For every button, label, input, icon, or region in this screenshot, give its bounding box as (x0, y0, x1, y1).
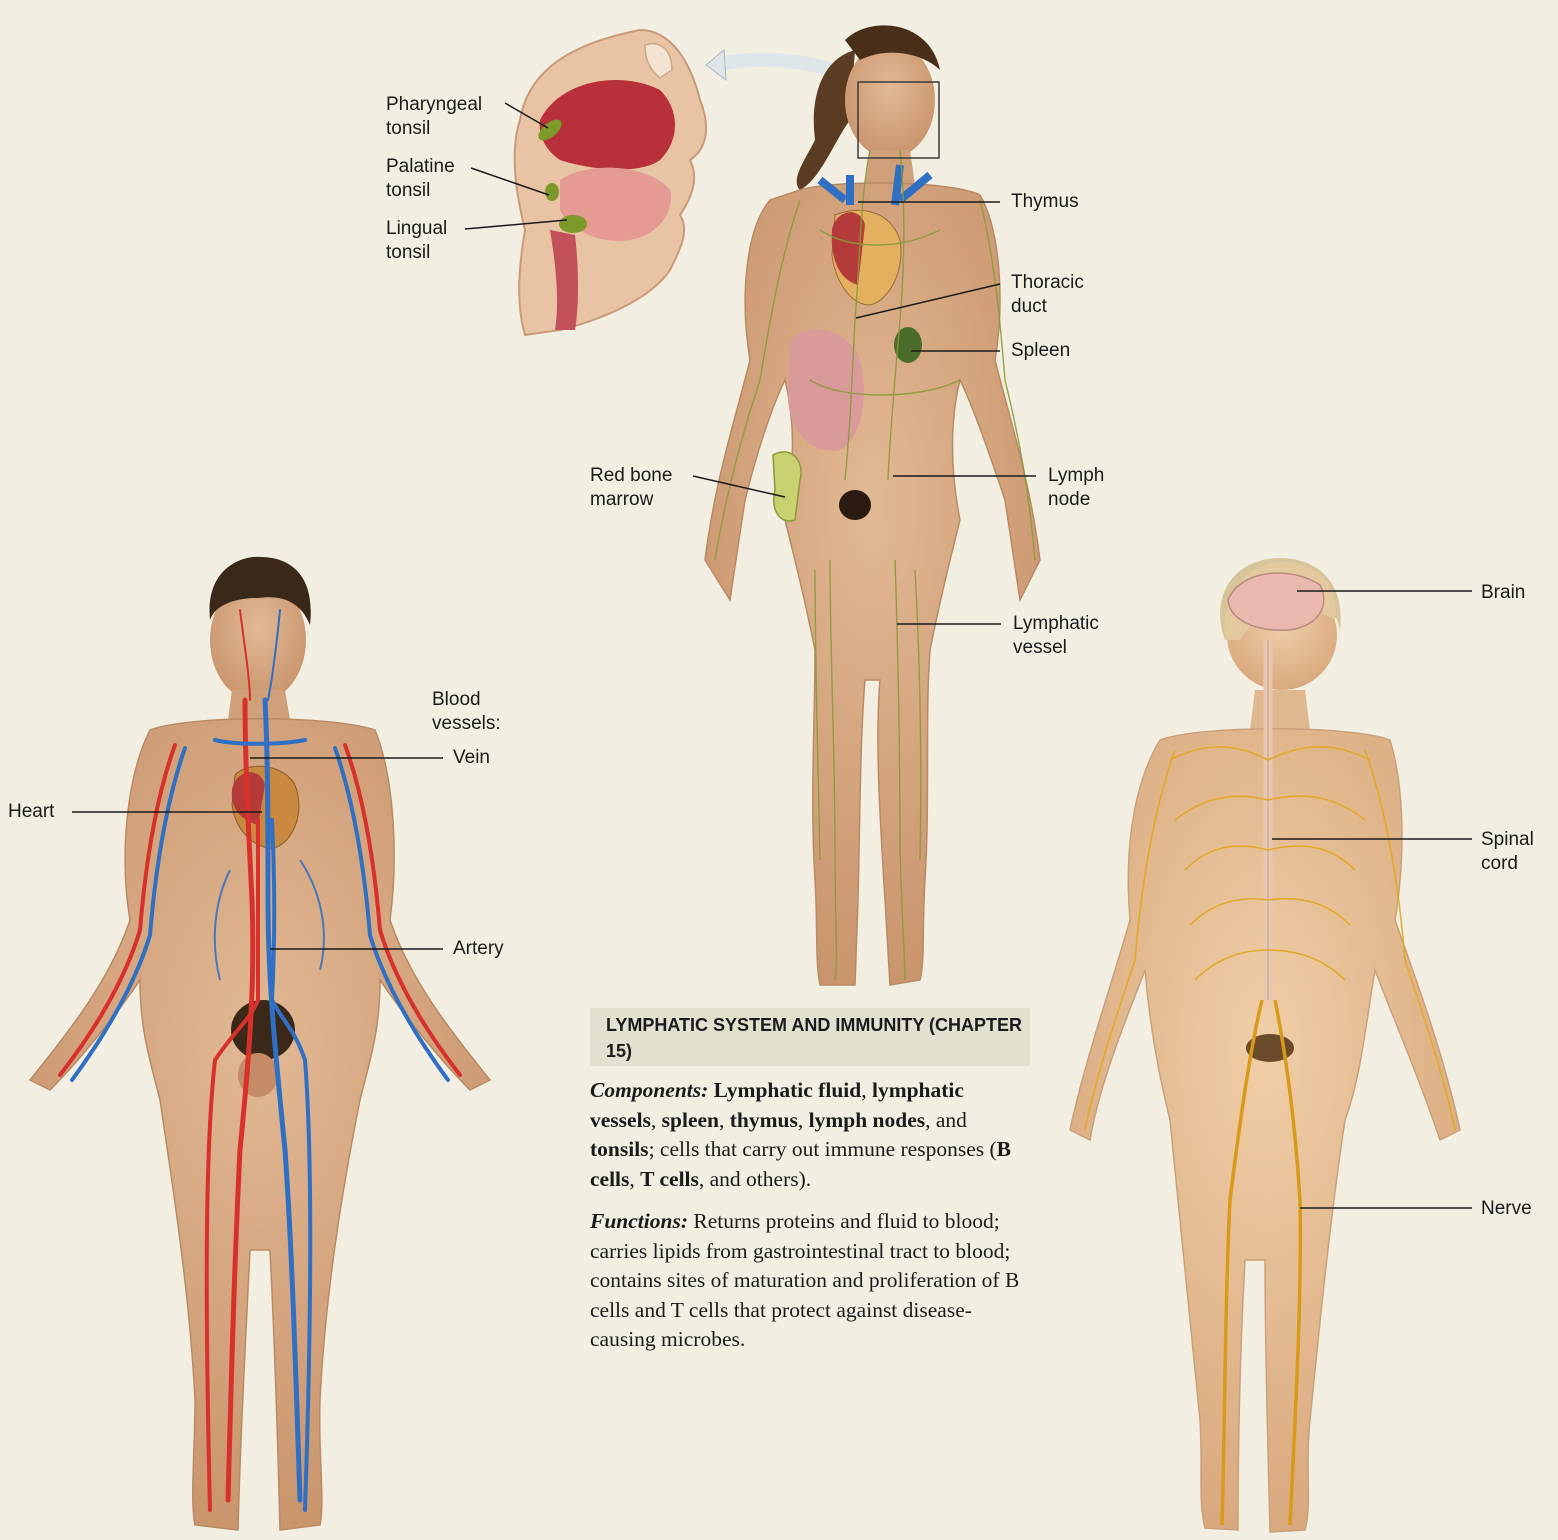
spleen-label: Spleen (1011, 339, 1070, 363)
heart-label: Heart (8, 800, 54, 824)
arrow-head (706, 50, 726, 80)
components-run: , and others). (699, 1167, 811, 1191)
vein-label: Vein (453, 746, 490, 770)
artery-label: Artery (453, 937, 504, 961)
components-run: ; cells that carry out immune responses … (649, 1137, 997, 1161)
components-run: , and (925, 1108, 967, 1132)
components-run: T cells (640, 1167, 699, 1191)
lymph-node-label: Lymph node (1048, 464, 1104, 512)
lymphatic-figure (705, 25, 1040, 985)
components-run: , (629, 1167, 640, 1191)
red-bone-marrow-label: Red bone marrow (590, 464, 672, 512)
components-run: lymph nodes (809, 1108, 926, 1132)
components-label: Components: (590, 1078, 708, 1102)
blood-vessels-label: Blood vessels: (432, 688, 501, 736)
brain-label: Brain (1481, 581, 1525, 605)
thoracic-duct-label: Thoracic duct (1011, 271, 1084, 319)
lymphatic-vessel-label: Lymphatic vessel (1013, 612, 1099, 660)
components-run: , (719, 1108, 730, 1132)
components-run: , (798, 1108, 809, 1132)
components-paragraph: Components: Lymphatic fluid, lymphatic v… (590, 1076, 1035, 1194)
palatine-tonsil-label: Palatine tonsil (386, 155, 455, 203)
nervous-figure (1070, 558, 1460, 1532)
nerve-label: Nerve (1481, 1197, 1532, 1221)
components-run: spleen (662, 1108, 719, 1132)
components-run: , (861, 1078, 872, 1102)
functions-label: Functions: (590, 1209, 688, 1233)
panel-heading: LYMPHATIC SYSTEM AND IMMUNITY (CHAPTER 1… (606, 1012, 1026, 1064)
components-run: thymus (730, 1108, 798, 1132)
pharyngeal-tonsil-label: Pharyngeal tonsil (386, 93, 482, 141)
components-run: tonsils (590, 1137, 649, 1161)
components-run: , (651, 1108, 662, 1132)
lingual-tonsil-label: Lingual tonsil (386, 217, 447, 265)
head-section-figure (515, 30, 707, 335)
cardiovascular-figure (30, 557, 490, 1530)
thymus-label: Thymus (1011, 190, 1079, 214)
spinal-cord-label: Spinal cord (1481, 828, 1534, 876)
functions-paragraph: Functions: Returns proteins and fluid to… (590, 1207, 1035, 1355)
components-run: Lymphatic fluid (714, 1078, 862, 1102)
